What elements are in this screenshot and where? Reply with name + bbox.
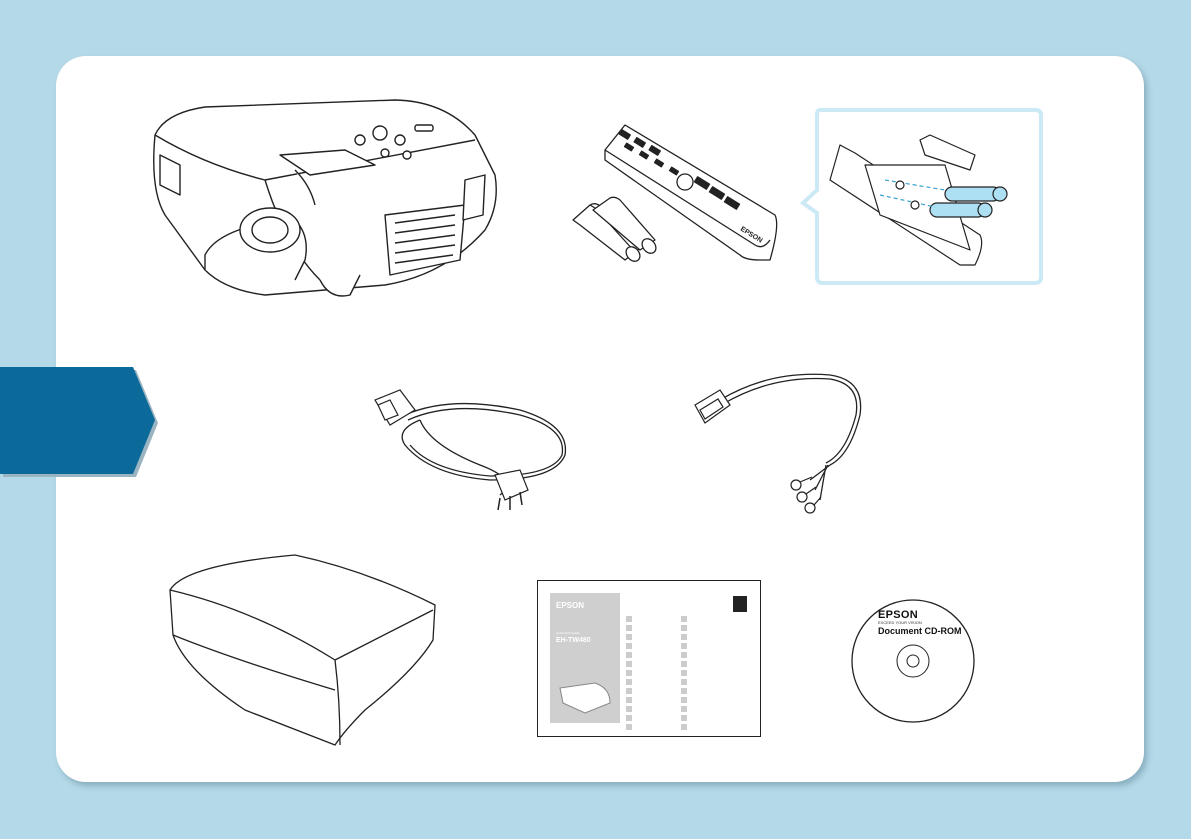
power-cable xyxy=(370,370,600,520)
projector-illustration xyxy=(145,95,505,315)
soft-carrying-case xyxy=(165,550,445,750)
guide-model: EH-TW480 xyxy=(556,637,591,644)
guide-language-list xyxy=(626,616,756,736)
battery-installation-detail xyxy=(795,105,1045,295)
guide-cover-panel: EPSON Quick Start Guide EH-TW480 xyxy=(550,593,620,723)
guide-corner-mark xyxy=(733,596,747,612)
remote-and-batteries: EPSON xyxy=(565,120,795,280)
component-video-cable xyxy=(690,365,890,515)
guide-brand: EPSON xyxy=(556,601,584,610)
section-tab xyxy=(0,367,160,477)
cd-title: Document CD-ROM xyxy=(878,626,962,636)
guide-projector-thumbnail xyxy=(555,678,615,718)
cd-tagline: EXCEED YOUR VISION xyxy=(878,620,922,625)
quick-start-guide: EPSON Quick Start Guide EH-TW480 xyxy=(537,580,761,737)
guide-label: Quick Start Guide xyxy=(556,631,580,635)
